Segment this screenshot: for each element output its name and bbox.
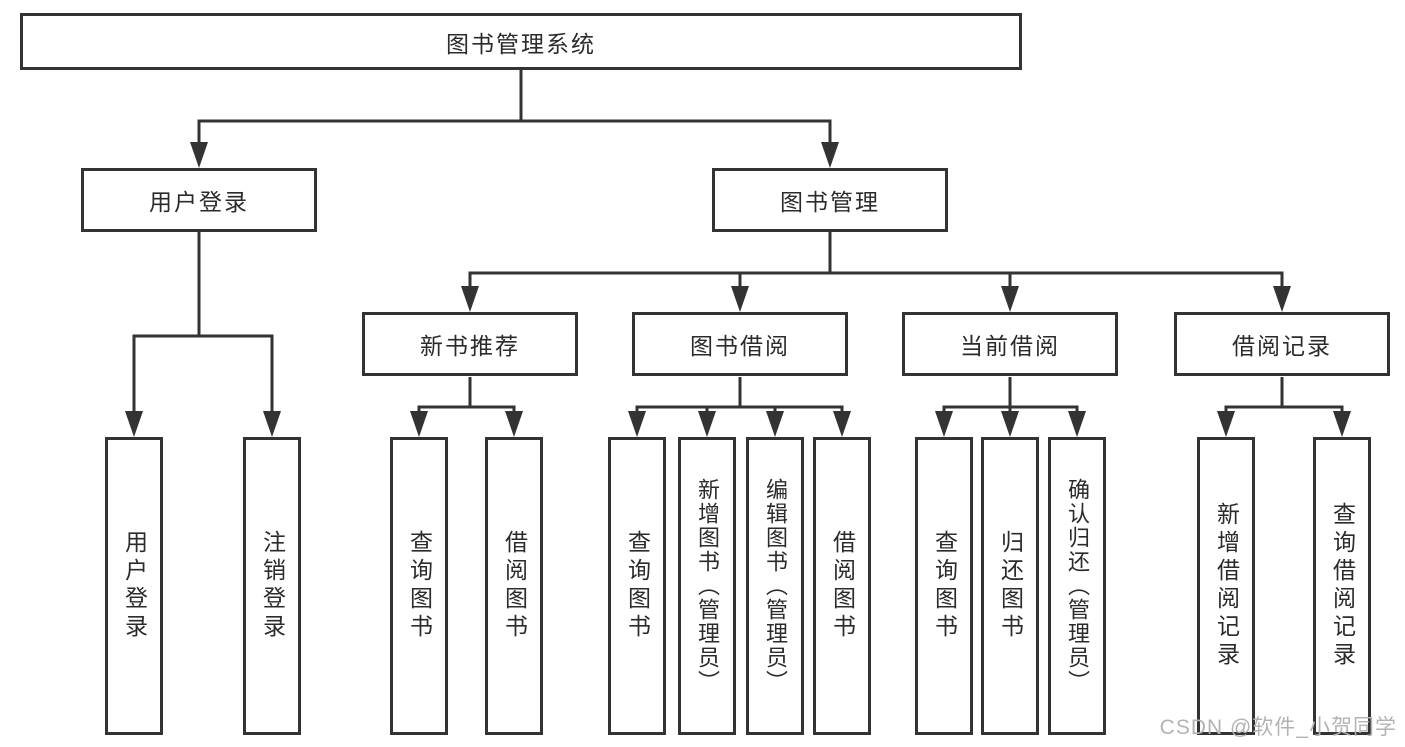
connector-newbook-to-leaves <box>410 377 523 437</box>
connector-root-to-level2 <box>190 70 839 168</box>
node-user-login-leaf-label: 用户登录 <box>121 530 148 642</box>
node-query-book-1: 查询图书 <box>390 437 448 735</box>
node-confirm-return-admin: 确认归还（管理员） <box>1048 437 1106 735</box>
node-return-book: 归还图书 <box>981 437 1039 735</box>
connector-currentborrow-to-leaves <box>935 377 1086 437</box>
node-borrow-record: 借阅记录 <box>1174 312 1390 376</box>
node-add-book-admin-label: 新增图书（管理员） <box>695 478 720 694</box>
node-current-borrow: 当前借阅 <box>902 312 1118 376</box>
node-query-borrow-record: 查询借阅记录 <box>1313 437 1371 735</box>
node-user-login-leaf: 用户登录 <box>105 437 163 735</box>
node-return-book-label: 归还图书 <box>997 530 1024 642</box>
node-book-management: 图书管理 <box>712 168 948 232</box>
node-query-book-2: 查询图书 <box>608 437 666 735</box>
node-borrow-book-2: 借阅图书 <box>813 437 871 735</box>
node-logout: 注销登录 <box>243 437 301 735</box>
node-logout-label: 注销登录 <box>259 530 286 642</box>
node-add-borrow-record: 新增借阅记录 <box>1197 437 1255 735</box>
node-edit-book-admin-label: 编辑图书（管理员） <box>763 478 788 694</box>
node-query-book-3-label: 查询图书 <box>931 530 958 642</box>
node-borrow-record-label: 借阅记录 <box>1232 333 1332 359</box>
node-book-borrow-label: 图书借阅 <box>690 333 790 359</box>
node-root: 图书管理系统 <box>20 13 1022 70</box>
node-current-borrow-label: 当前借阅 <box>960 333 1060 359</box>
node-query-borrow-record-label: 查询借阅记录 <box>1329 502 1356 670</box>
node-borrow-book-1: 借阅图书 <box>485 437 543 735</box>
node-edit-book-admin: 编辑图书（管理员） <box>746 437 804 735</box>
node-add-borrow-record-label: 新增借阅记录 <box>1213 502 1240 670</box>
node-borrow-book-1-label: 借阅图书 <box>501 530 528 642</box>
connector-bookmgmt-to-level3 <box>461 232 1291 312</box>
node-query-book-2-label: 查询图书 <box>624 530 651 642</box>
node-book-management-label: 图书管理 <box>780 189 880 215</box>
node-query-book-3: 查询图书 <box>915 437 973 735</box>
connector-userlogin-to-leaves <box>125 232 281 437</box>
node-user-login: 用户登录 <box>81 168 317 232</box>
node-new-book-recommend-label: 新书推荐 <box>420 333 520 359</box>
node-query-book-1-label: 查询图书 <box>406 530 433 642</box>
node-confirm-return-admin-label: 确认归还（管理员） <box>1065 478 1090 694</box>
node-new-book-recommend: 新书推荐 <box>362 312 578 376</box>
node-borrow-book-2-label: 借阅图书 <box>829 530 856 642</box>
node-add-book-admin: 新增图书（管理员） <box>678 437 736 735</box>
connector-bookborrow-to-leaves <box>628 377 851 437</box>
node-root-label: 图书管理系统 <box>446 30 596 57</box>
node-user-login-label: 用户登录 <box>149 189 249 215</box>
node-book-borrow: 图书借阅 <box>632 312 848 376</box>
connector-borrowrecord-to-leaves <box>1217 377 1351 437</box>
